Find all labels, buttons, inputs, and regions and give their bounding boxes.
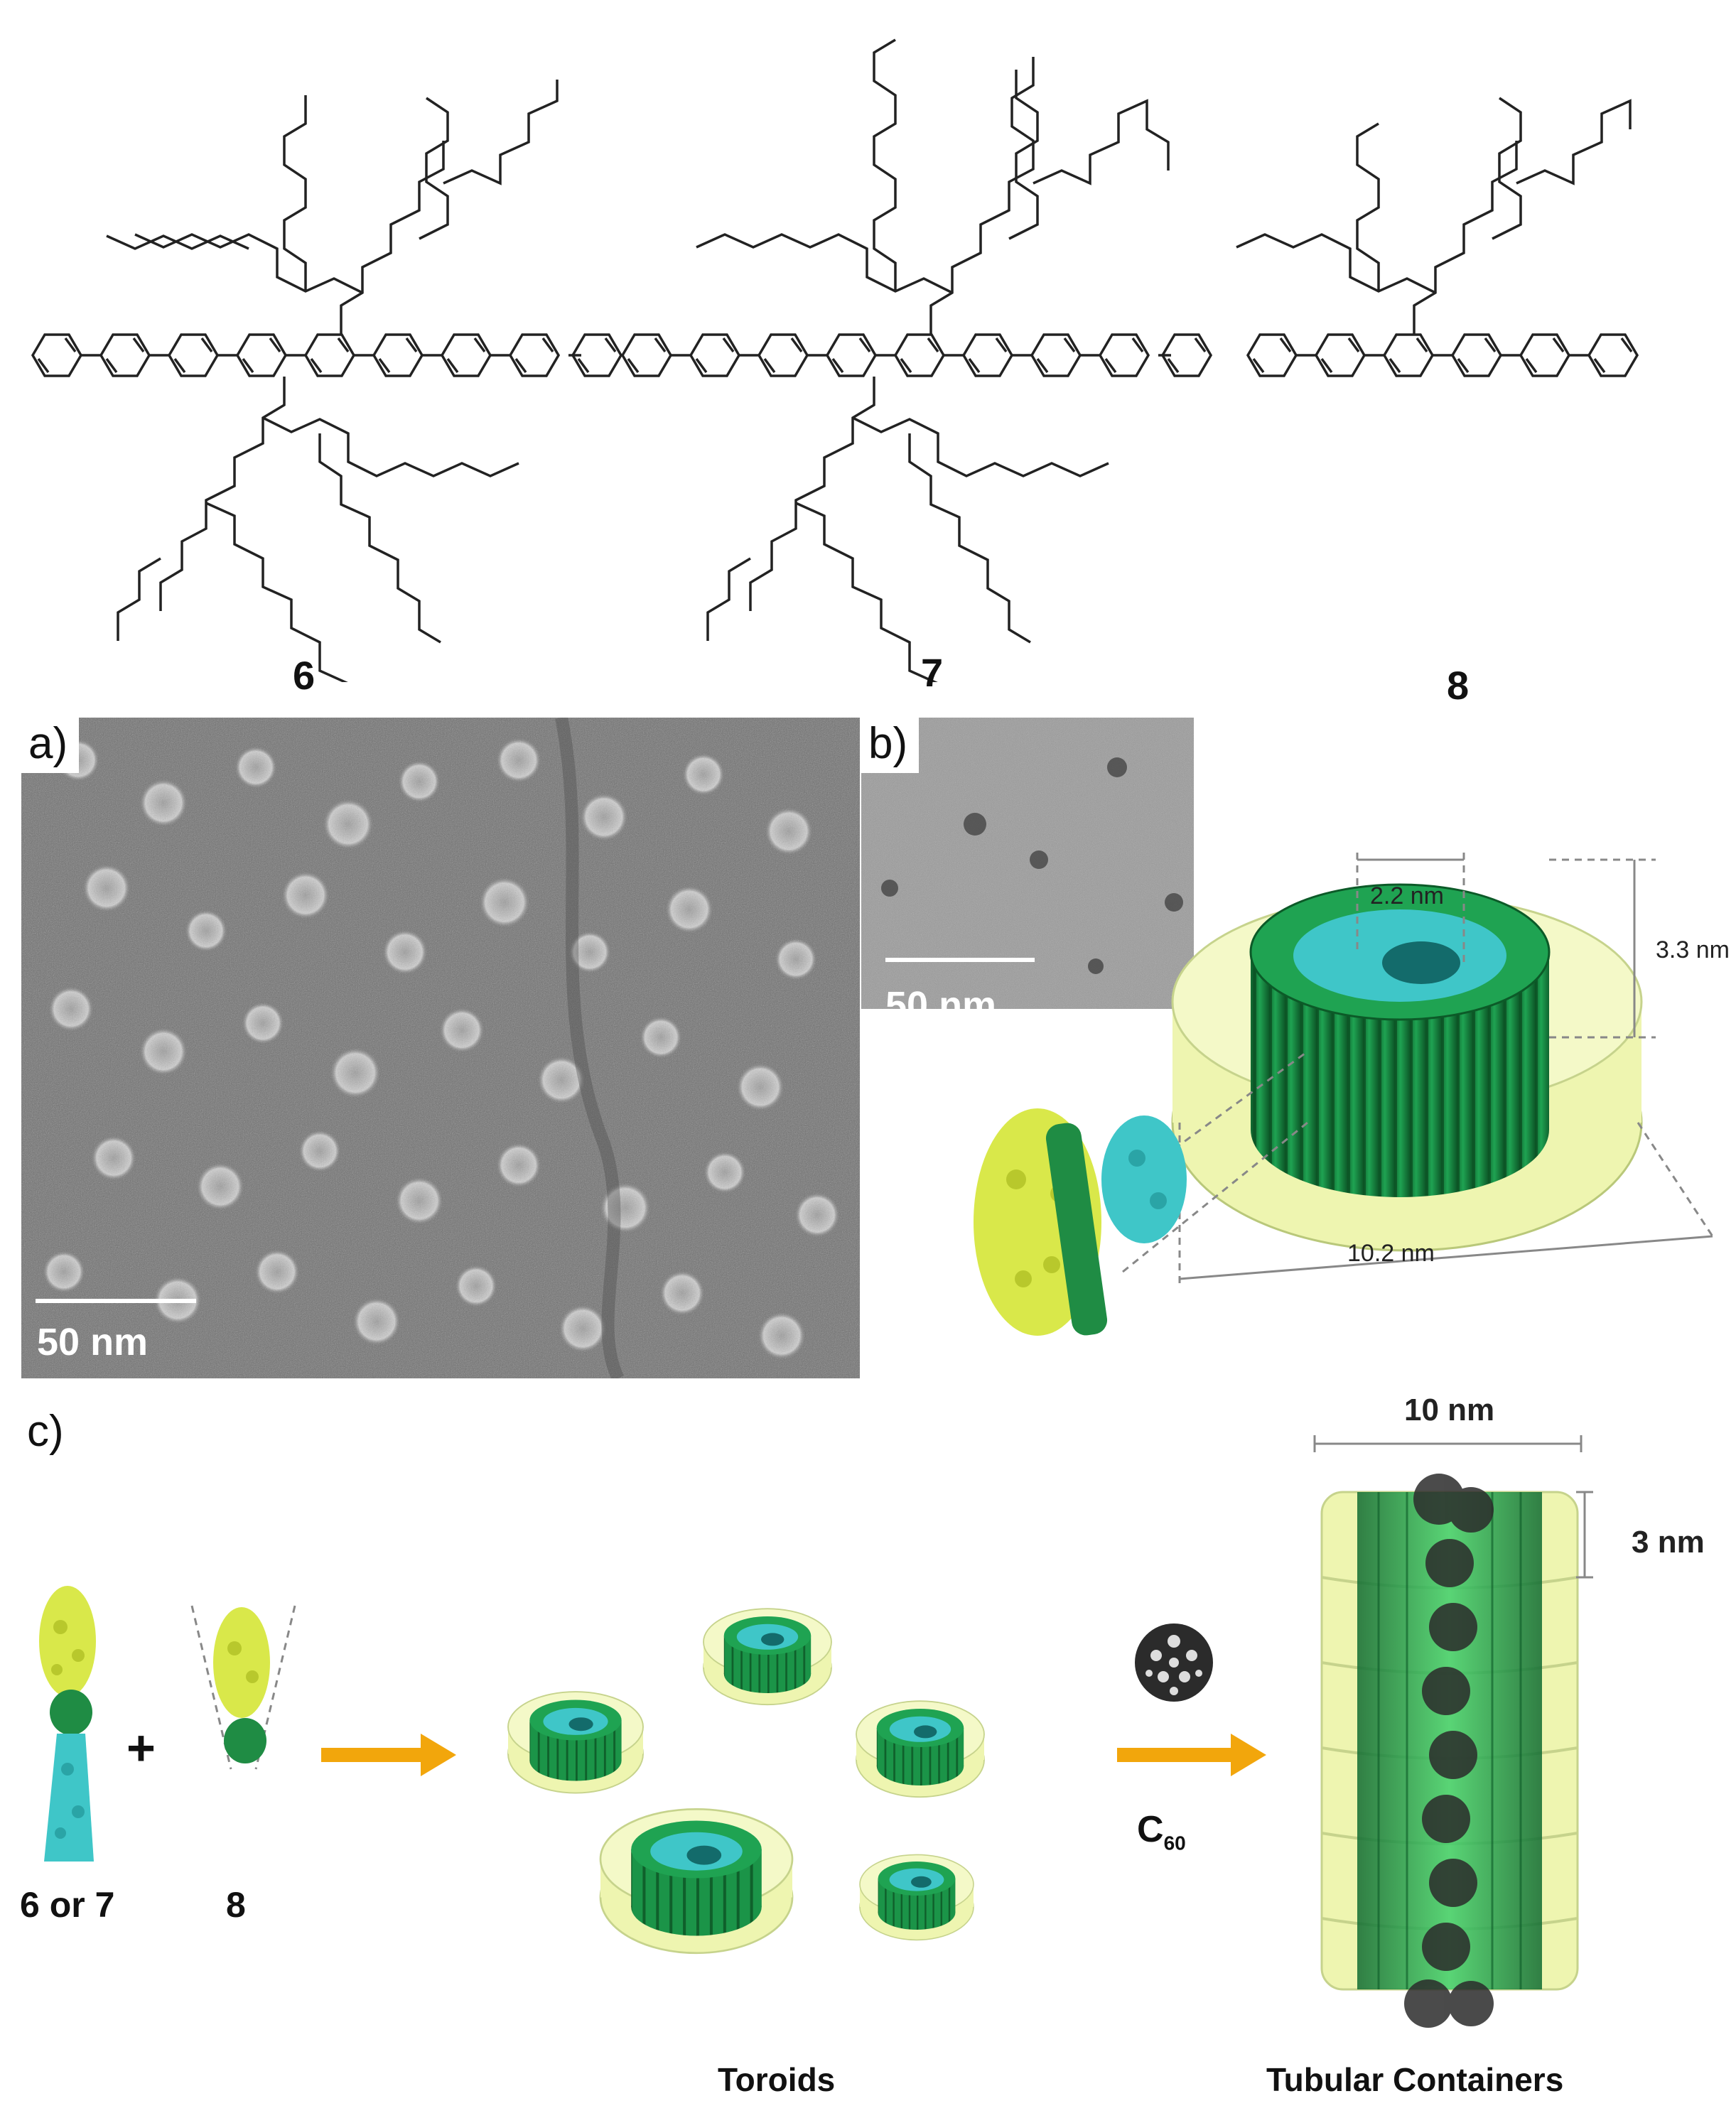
panel-c-letter: c) [20,1405,75,1461]
c60-icon [1131,1620,1217,1705]
scale-bar-b [885,958,1035,962]
dim-height-label: 3.3 nm [1656,936,1730,963]
molecule-6 [31,80,622,682]
chemical-structures [0,0,1736,682]
scale-label-a: 50 nm [37,1321,149,1363]
c60-label: C60 [1137,1808,1186,1854]
tubular-containers-label: Tubular Containers [1266,2061,1564,2098]
scale-label-b: 50 nm [885,984,997,1027]
tem-image-a [21,718,860,1378]
molecule-8 [1236,97,1639,377]
arrow-self-assembly [321,1734,456,1776]
label-8-c: 8 [226,1885,246,1925]
tube-width-label: 10 nm [1404,1393,1495,1427]
amphiphile-6-or-7-model [28,1584,107,1869]
tubular-container [1300,1414,1599,2046]
toroids-label: Toroids [718,2061,836,2098]
compound-label-6: 6 [293,653,316,698]
label-6-or-7: 6 or 7 [20,1885,115,1925]
scale-bar-a [36,1299,196,1303]
dim-outer-label: 10.2 nm [1347,1240,1435,1267]
panel-b-letter: b) [861,718,920,773]
arrow-c60 [1117,1734,1266,1776]
molecule-7 [621,38,1212,682]
toroid-model-b [910,824,1720,1364]
amphiphile-8-model [178,1592,306,1783]
c60-label-base: C [1137,1809,1164,1850]
panel-a-letter: a) [21,718,80,773]
compound-label-8: 8 [1447,663,1470,708]
dim-inner-label: 2.2 nm [1370,882,1444,909]
tube-height-label: 3 nm [1632,1525,1705,1560]
toroids-group [497,1570,1009,1968]
c60-label-subscript: 60 [1163,1832,1186,1854]
plus-sign: + [126,1720,156,1776]
compound-label-7: 7 [921,650,944,695]
